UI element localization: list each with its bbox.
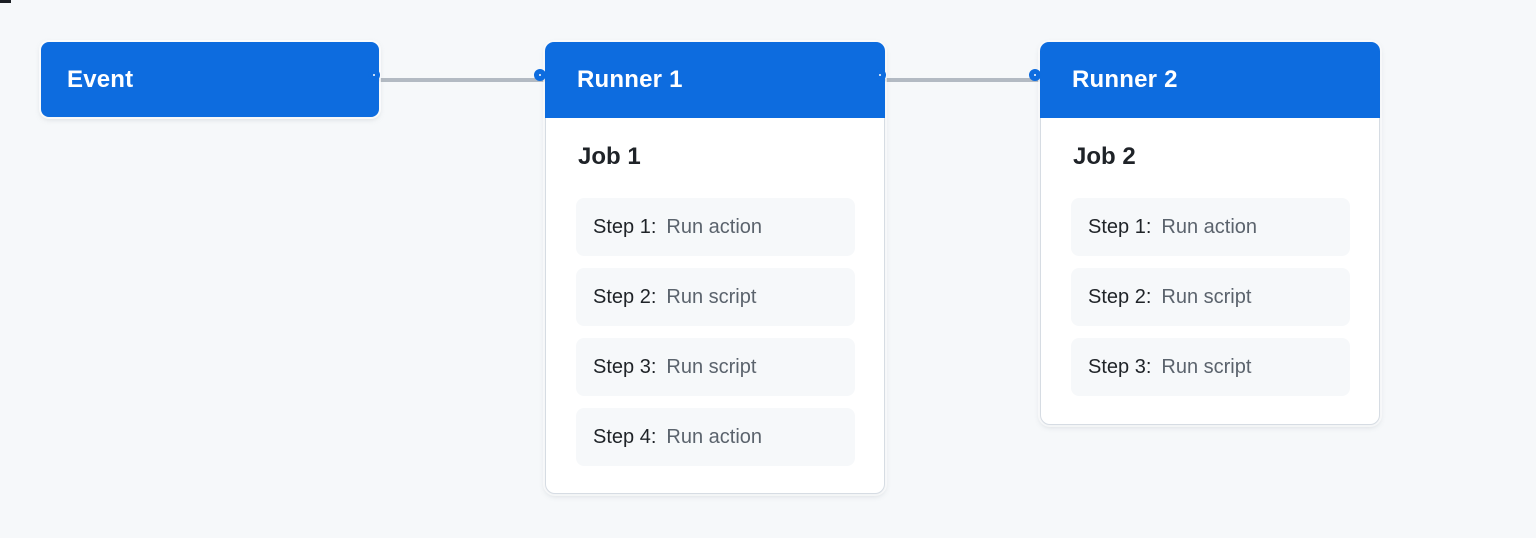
job1-step1: Step 1: Run action	[576, 198, 855, 256]
runner2-header: Runner 2	[1040, 42, 1380, 118]
connector-event-to-runner1	[379, 78, 545, 82]
runner1-body: Job 1 Step 1: Run action Step 2: Run scr…	[546, 118, 884, 466]
job2-title: Job 2	[1073, 143, 1136, 170]
connection-dot-runner1-left	[534, 69, 546, 81]
job1-step3: Step 3: Run script	[576, 338, 855, 396]
step-label: Step 1:	[593, 215, 657, 238]
step-value: Run script	[666, 285, 757, 308]
job2-step2: Step 2: Run script	[1071, 268, 1350, 326]
event-node: Event	[41, 42, 379, 117]
job2-step1: Step 1: Run action	[1071, 198, 1350, 256]
runner1-card: Runner 1 Job 1 Step 1: Run action Step 2…	[545, 42, 885, 494]
connection-dot-runner2-left	[1029, 69, 1041, 81]
step-label: Step 1:	[1088, 215, 1152, 238]
job1-step4: Step 4: Run action	[576, 408, 855, 466]
step-value: Run action	[666, 215, 763, 238]
step-label: Step 2:	[1088, 285, 1152, 308]
step-label: Step 3:	[1088, 355, 1152, 378]
runner1-header: Runner 1	[545, 42, 885, 118]
step-value: Run script	[1161, 355, 1252, 378]
step-label: Step 3:	[593, 355, 657, 378]
runner2-card: Runner 2 Job 2 Step 1: Run action Step 2…	[1040, 42, 1380, 425]
event-node-label: Event	[67, 65, 134, 93]
step-value: Run action	[666, 425, 763, 448]
job1-step2: Step 2: Run script	[576, 268, 855, 326]
connection-dot-event-right	[368, 69, 380, 81]
runner2-title: Runner 2	[1072, 66, 1178, 93]
connector-runner1-to-runner2	[885, 78, 1040, 82]
step-label: Step 2:	[593, 285, 657, 308]
job1-title: Job 1	[578, 143, 641, 170]
job2-step3: Step 3: Run script	[1071, 338, 1350, 396]
step-value: Run action	[1161, 215, 1258, 238]
corner-artifact	[0, 0, 11, 3]
connection-dot-runner1-right	[874, 69, 886, 81]
runner2-body: Job 2 Step 1: Run action Step 2: Run scr…	[1041, 118, 1379, 396]
step-value: Run script	[1161, 285, 1252, 308]
step-label: Step 4:	[593, 425, 657, 448]
step-value: Run script	[666, 355, 757, 378]
runner1-title: Runner 1	[577, 66, 683, 93]
